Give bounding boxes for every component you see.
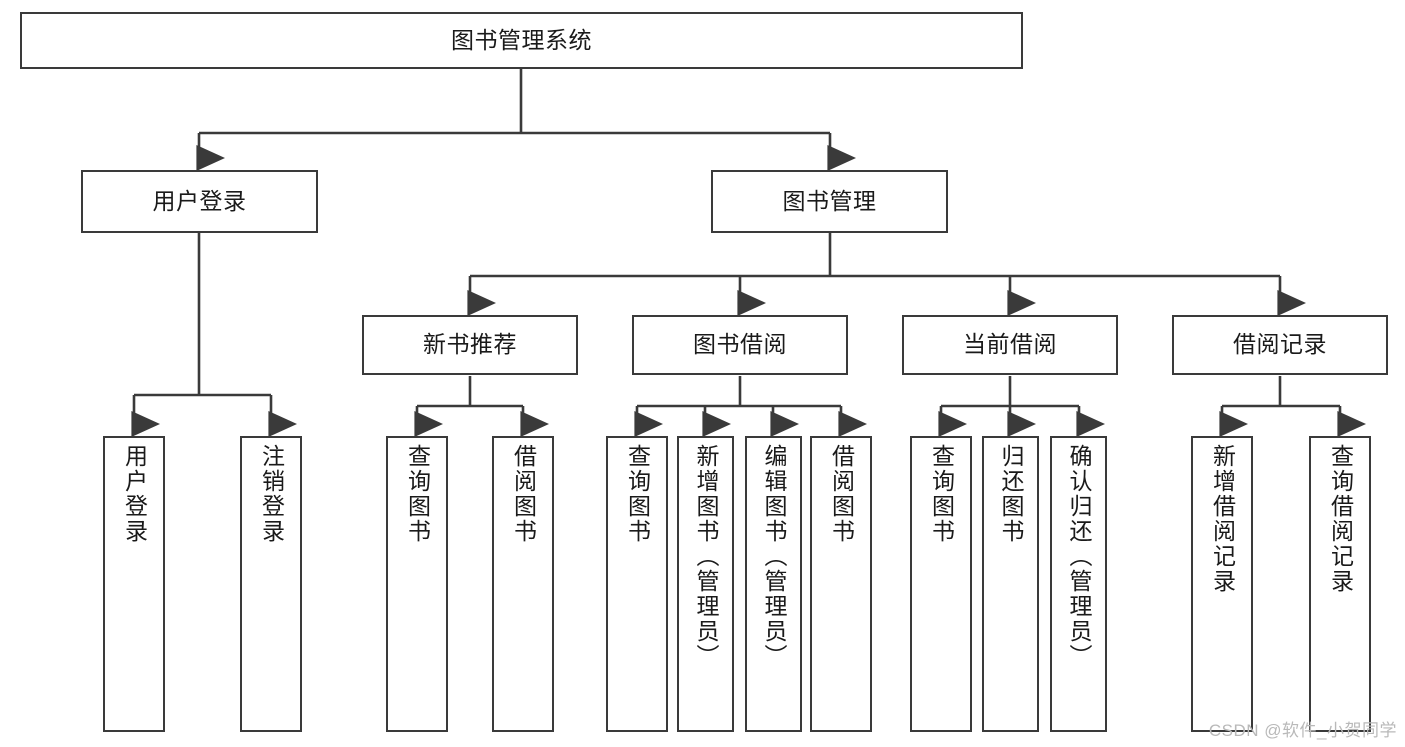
leaf-logout[interactable]: 注销登录 <box>240 436 302 732</box>
node-label: 查询图书 <box>404 444 431 544</box>
node-current-borrow[interactable]: 当前借阅 <box>902 315 1118 375</box>
node-label: 借阅图书 <box>828 444 855 544</box>
node-label: 查询图书 <box>928 444 955 544</box>
node-label: 编辑图书（管理员） <box>761 444 787 669</box>
node-user-login[interactable]: 用户登录 <box>81 170 318 233</box>
node-label: 图书管理 <box>782 187 877 214</box>
node-label: 注销登录 <box>258 444 285 544</box>
leaf-query-book-current[interactable]: 查询图书 <box>910 436 972 732</box>
node-label: 新书推荐 <box>423 331 517 358</box>
node-book-manage[interactable]: 图书管理 <box>711 170 948 233</box>
node-label: 当前借阅 <box>963 331 1057 358</box>
leaf-add-book[interactable]: 新增图书（管理员） <box>677 436 734 732</box>
node-label: 借阅记录 <box>1233 331 1327 358</box>
node-label: 查询图书 <box>624 444 651 544</box>
node-label: 图书管理系统 <box>451 26 592 53</box>
leaf-add-borrow-record[interactable]: 新增借阅记录 <box>1191 436 1253 732</box>
leaf-confirm-return[interactable]: 确认归还（管理员） <box>1050 436 1107 732</box>
leaf-query-book-borrow[interactable]: 查询图书 <box>606 436 668 732</box>
node-label: 用户登录 <box>152 187 247 214</box>
node-label: 归还图书 <box>998 444 1024 544</box>
watermark: CSDN @软件_小贺同学 <box>1208 721 1397 740</box>
node-book-borrow[interactable]: 图书借阅 <box>632 315 848 375</box>
leaf-edit-book[interactable]: 编辑图书（管理员） <box>745 436 802 732</box>
node-label: 查询借阅记录 <box>1327 444 1354 594</box>
node-label: 确认归还（管理员） <box>1066 444 1092 669</box>
node-label: 新增图书（管理员） <box>693 444 719 669</box>
leaf-borrow-book-recommend[interactable]: 借阅图书 <box>492 436 554 732</box>
node-borrow-record[interactable]: 借阅记录 <box>1172 315 1388 375</box>
leaf-query-book-recommend[interactable]: 查询图书 <box>386 436 448 732</box>
leaf-query-borrow-record[interactable]: 查询借阅记录 <box>1309 436 1371 732</box>
node-root-system[interactable]: 图书管理系统 <box>20 12 1023 69</box>
node-label: 新增借阅记录 <box>1209 444 1236 594</box>
node-label: 用户登录 <box>121 444 148 544</box>
node-label: 借阅图书 <box>510 444 537 544</box>
node-new-book-recommend[interactable]: 新书推荐 <box>362 315 578 375</box>
leaf-borrow-book[interactable]: 借阅图书 <box>810 436 872 732</box>
leaf-return-book[interactable]: 归还图书 <box>982 436 1039 732</box>
node-label: 图书借阅 <box>693 331 787 358</box>
leaf-user-login[interactable]: 用户登录 <box>103 436 165 732</box>
